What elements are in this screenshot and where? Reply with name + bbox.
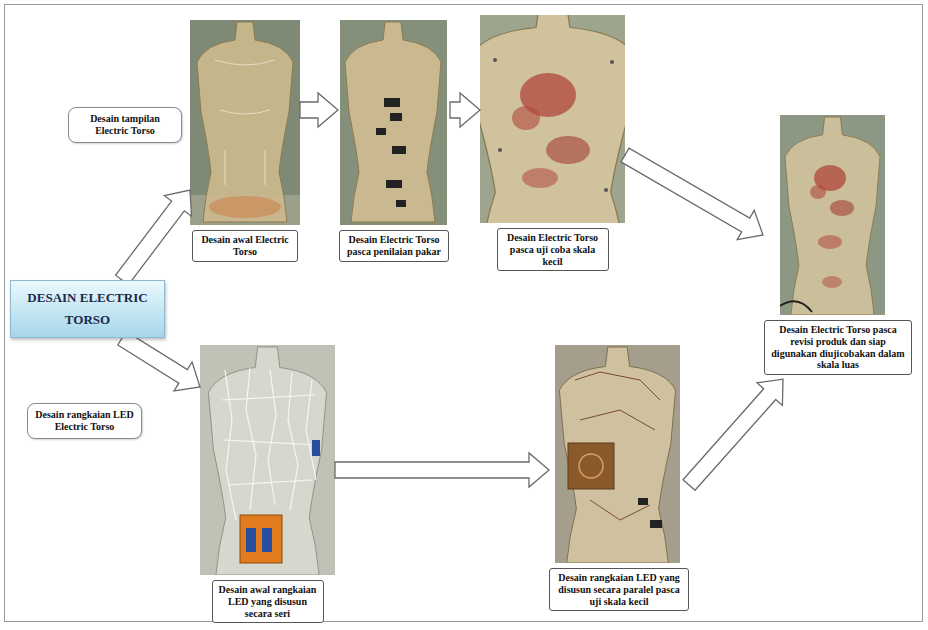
organ-lung bbox=[512, 106, 540, 130]
organ-intestine bbox=[822, 276, 842, 288]
step-label-box: Desain rangkaian LED Electric Torso bbox=[27, 403, 142, 439]
torso-shell bbox=[208, 347, 326, 575]
stage-panel: Desain Electric Torso pasca penilaian pa… bbox=[338, 20, 450, 266]
torso-sheen bbox=[215, 60, 275, 185]
torso-shell bbox=[785, 117, 880, 315]
led-dot bbox=[498, 148, 502, 152]
organ-stomach bbox=[522, 168, 558, 188]
caption-box: Desain Electric Torso pasca penilaian pa… bbox=[339, 230, 449, 262]
stage-panel: Desain Electric Torso pasca uji coba ska… bbox=[480, 15, 625, 275]
torso-shell bbox=[197, 22, 293, 222]
block-arrow bbox=[683, 379, 783, 490]
organ-lung bbox=[810, 185, 826, 199]
root-box: DESAIN ELECTRIC TORSO bbox=[10, 280, 165, 338]
block-arrow bbox=[116, 190, 192, 285]
caption-box: Desain awal Electric Torso bbox=[192, 230, 298, 262]
photo-slot bbox=[763, 115, 913, 315]
stage-panel: Desain awal rangkaian LED yang disusun s… bbox=[200, 345, 335, 627]
marker-tag bbox=[396, 200, 406, 207]
photo-slot bbox=[480, 15, 625, 223]
marker-tag bbox=[386, 180, 402, 188]
switch-part bbox=[312, 440, 320, 456]
photo-wall bbox=[780, 115, 885, 315]
led-dot bbox=[604, 188, 608, 192]
led-dot bbox=[493, 58, 497, 62]
figure-frame bbox=[5, 5, 923, 622]
battery-cell bbox=[246, 528, 256, 552]
node-text: Desain rangkaian LED Electric Torso bbox=[34, 409, 135, 433]
stage-panel: Desain awal Electric Torso bbox=[190, 20, 300, 266]
photo-slot bbox=[200, 345, 335, 575]
node-text: Desain tampilan Electric Torso bbox=[75, 113, 175, 137]
torso-shell bbox=[345, 22, 441, 222]
power-cable bbox=[780, 301, 812, 312]
torso-shell bbox=[480, 15, 625, 223]
torso-photo bbox=[190, 20, 300, 225]
marker-tag bbox=[392, 146, 406, 154]
block-arrow bbox=[300, 93, 338, 127]
node-text: DESAIN ELECTRIC TORSO bbox=[21, 287, 154, 331]
photo-wall bbox=[555, 345, 680, 563]
caption-box: Desain awal rangkaian LED yang disusun s… bbox=[212, 580, 324, 623]
battery-box bbox=[240, 515, 282, 563]
led-circuit-photo bbox=[555, 345, 680, 563]
torso-photo bbox=[480, 15, 625, 223]
connector-part bbox=[638, 498, 648, 505]
block-arrow bbox=[335, 453, 549, 487]
block-arrow bbox=[118, 331, 200, 390]
photo-slot bbox=[338, 20, 450, 225]
organ-liver bbox=[546, 136, 590, 164]
copper-band bbox=[209, 196, 281, 218]
photo-wall bbox=[200, 345, 335, 575]
battery-cell bbox=[262, 528, 272, 552]
block-arrow bbox=[450, 93, 480, 127]
marker-tag bbox=[384, 98, 400, 107]
torso-photo bbox=[340, 20, 447, 225]
photo-slot bbox=[549, 345, 689, 563]
photo-wall bbox=[340, 20, 447, 225]
led-circuit-photo bbox=[200, 345, 335, 575]
step-label-box: Desain tampilan Electric Torso bbox=[68, 107, 182, 143]
caption-box: Desain Electric Torso pasca uji coba ska… bbox=[497, 228, 609, 271]
led-dot bbox=[610, 60, 614, 64]
block-arrow bbox=[621, 148, 763, 240]
caption-box: Desain Electric Torso pasca revisi produ… bbox=[764, 320, 912, 375]
copper-coil bbox=[579, 454, 603, 478]
photo-slot bbox=[190, 20, 300, 225]
circuit-board bbox=[568, 443, 614, 489]
organ-liver bbox=[830, 200, 854, 216]
led-wires bbox=[222, 368, 318, 520]
organ-stomach bbox=[818, 235, 842, 249]
stage-panel: Desain Electric Torso pasca revisi produ… bbox=[763, 115, 913, 379]
connector-part bbox=[650, 520, 662, 528]
torso-photo bbox=[780, 115, 885, 315]
photo-wall bbox=[190, 20, 300, 225]
torso-shell bbox=[559, 347, 675, 563]
caption-box: Desain rangkaian LED yang disusun secara… bbox=[549, 568, 689, 611]
marker-tag bbox=[376, 128, 386, 135]
marker-tag bbox=[390, 113, 402, 121]
stage-panel: Desain rangkaian LED yang disusun secara… bbox=[549, 345, 689, 615]
